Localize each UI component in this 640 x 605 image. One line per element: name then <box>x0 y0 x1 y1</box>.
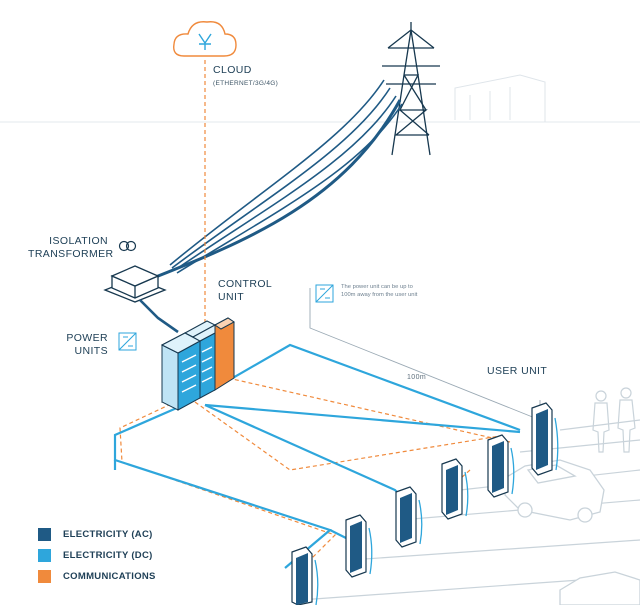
charger-2 <box>345 514 373 578</box>
legend-label-comm: COMMUNICATIONS <box>63 570 156 582</box>
control-label-line2: UNIT <box>218 291 245 303</box>
parked-car-2 <box>559 571 640 605</box>
charger-4 <box>441 458 469 520</box>
legend-item-comm: COMMUNICATIONS <box>38 569 156 583</box>
charger-1 <box>291 546 319 605</box>
note-line2: 100m away from the user unit <box>341 292 418 298</box>
isolation-label-line1: ISOLATION <box>49 235 108 247</box>
power-label-line1: POWER <box>66 332 108 344</box>
legend-label-dc: ELECTRICITY (DC) <box>63 549 153 561</box>
cloud-icon <box>173 21 237 57</box>
ac-main-cable <box>147 99 402 282</box>
legend-swatch-dc <box>38 548 51 562</box>
legend-swatch-comm <box>38 569 51 583</box>
note-line1: The power unit can be up to <box>341 284 413 290</box>
control-unit-label: CONTROL UNIT <box>218 278 272 304</box>
legend-item-ac: ELECTRICITY (AC) <box>38 527 156 541</box>
distance-bracket <box>309 288 541 422</box>
isolation-transformer-label: ISOLATION TRANSFORMER <box>28 235 114 261</box>
charger-3 <box>395 486 423 548</box>
charger-5 <box>487 434 515 498</box>
people-figures <box>592 387 636 453</box>
isolation-transformer <box>103 265 167 303</box>
legend-label-ac: ELECTRICITY (AC) <box>63 528 153 540</box>
distance-label: 100m <box>407 374 427 381</box>
legend-swatch-ac <box>38 527 51 541</box>
ac-cable-to-power-units <box>139 299 179 334</box>
cloud-label: CLOUD (ETHERNET/3G/4G) <box>213 64 278 90</box>
power-unit-symbol-icon <box>118 332 137 351</box>
distance-note: The power unit can be up to 100m away fr… <box>341 283 417 299</box>
legend-item-dc: ELECTRICITY (DC) <box>38 548 156 562</box>
background-building <box>454 74 546 122</box>
legend: ELECTRICITY (AC) ELECTRICITY (DC) COMMUN… <box>38 527 156 590</box>
transformer-symbol-icon <box>118 240 137 252</box>
cloud-title: CLOUD <box>213 64 252 76</box>
power-label-line2: UNITS <box>74 345 108 357</box>
user-unit-label: USER UNIT <box>487 365 548 377</box>
control-label-line1: CONTROL <box>218 278 273 290</box>
cloud-subtitle: (ETHERNET/3G/4G) <box>213 80 279 87</box>
charger-6 <box>531 402 559 476</box>
transmission-tower <box>382 22 440 156</box>
control-unit-symbol-icon <box>315 284 334 303</box>
parked-car-1 <box>504 459 605 523</box>
power-units-cabinets <box>160 317 235 411</box>
isolation-label-line2: TRANSFORMER <box>28 248 114 260</box>
power-units-label: POWER UNITS <box>50 332 108 358</box>
